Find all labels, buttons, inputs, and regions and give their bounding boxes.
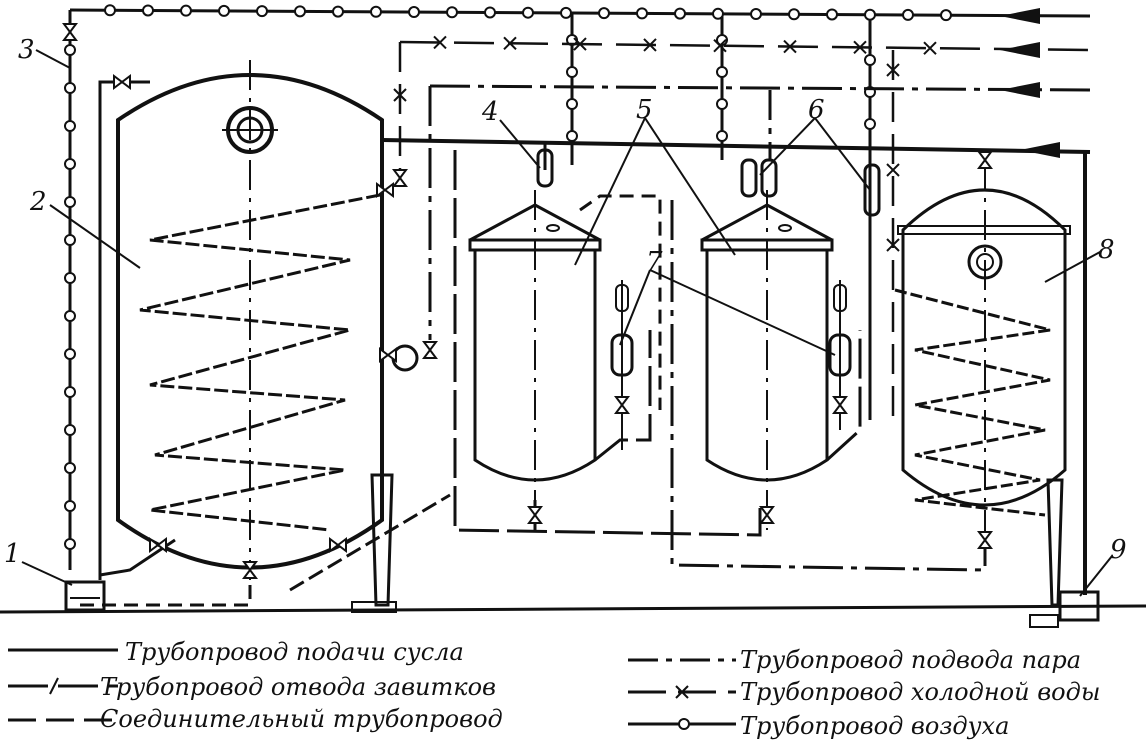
inflow-arrows — [1000, 8, 1060, 158]
legend-sample-curl — [8, 677, 118, 695]
callout-2: 2 — [29, 187, 47, 217]
cold-water-crosses — [393, 35, 937, 252]
cold-water-header — [398, 40, 1091, 420]
legend-label-curl: Трубопровод отвода завитков — [100, 673, 496, 701]
callout-5: 5 — [636, 95, 653, 125]
collector-1 — [64, 580, 106, 612]
callout-7: 7 — [646, 247, 663, 277]
legend-label-wort: Трубопровод подачи сусла — [125, 638, 464, 666]
tank-5a — [468, 190, 602, 530]
callout-9: 9 — [1110, 535, 1127, 565]
callout-4: 4 — [481, 97, 499, 127]
legend-label-steam: Трубопровод подвода пара — [740, 646, 1081, 674]
legend: Трубопровод подачи сусла Трубопровод отв… — [8, 638, 1100, 740]
tank-8 — [894, 160, 1071, 607]
callout-8: 8 — [1098, 235, 1115, 265]
filter-7a — [610, 280, 634, 450]
sight-glass-6c — [863, 163, 881, 217]
collector-9 — [1058, 590, 1100, 622]
legend-label-connecting: Соединительный трубопровод — [100, 705, 503, 733]
leader-lines — [21, 49, 1113, 597]
manhole-icon-2 — [967, 244, 1003, 280]
sight-glass-6b — [760, 158, 778, 198]
steam-header — [428, 84, 1091, 340]
legend-sample-air — [628, 718, 736, 730]
legend-label-water: Трубопровод холодной воды — [740, 678, 1100, 706]
callout-1: 1 — [4, 539, 21, 569]
sight-glass-4 — [536, 148, 554, 188]
legend-sample-water — [628, 685, 736, 699]
air-circles — [64, 4, 952, 550]
valves — [62, 23, 993, 579]
tank-5b — [700, 190, 834, 530]
wort-header — [381, 138, 1091, 595]
legend-label-air: Трубопровод воздуха — [740, 712, 1009, 740]
callout-3: 3 — [18, 35, 35, 65]
callout-6: 6 — [808, 95, 825, 125]
connecting-pipes — [80, 194, 987, 607]
tank-2 — [116, 60, 419, 613]
sight-glass-6a — [740, 158, 758, 198]
ground-line — [0, 604, 1146, 614]
